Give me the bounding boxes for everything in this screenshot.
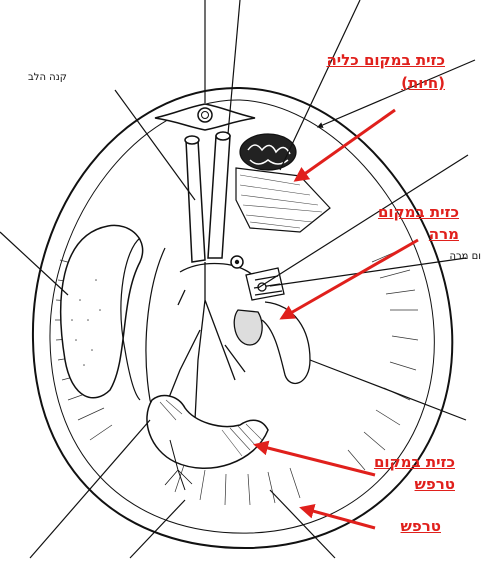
arrow-tarpash-fat	[256, 445, 375, 475]
label-kidney-fat-2: (חיות)	[401, 73, 445, 93]
label-windpipe: קנה הלב	[28, 72, 67, 83]
spinal-canal	[198, 108, 212, 122]
label-gall-fat-2: מרה	[429, 224, 459, 244]
label-tarpash: טרפש	[401, 516, 441, 536]
label-tarpash-fat-1: כזית במקום	[374, 452, 455, 472]
arrow-kidney-fat	[296, 110, 395, 180]
label-gall-fat-1: כזית במקום	[378, 202, 459, 222]
arrow-tarpash	[302, 508, 375, 528]
arrow-gall-fat	[282, 240, 418, 318]
vessels	[185, 132, 230, 262]
label-tarpash-fat-2: טרפש	[415, 474, 455, 494]
lower-organ	[147, 396, 268, 469]
label-gall-place-cut: ום מרה	[449, 251, 481, 262]
kidney	[236, 134, 330, 232]
label-kidney-fat-1: כזית במקום כליה	[326, 50, 445, 70]
